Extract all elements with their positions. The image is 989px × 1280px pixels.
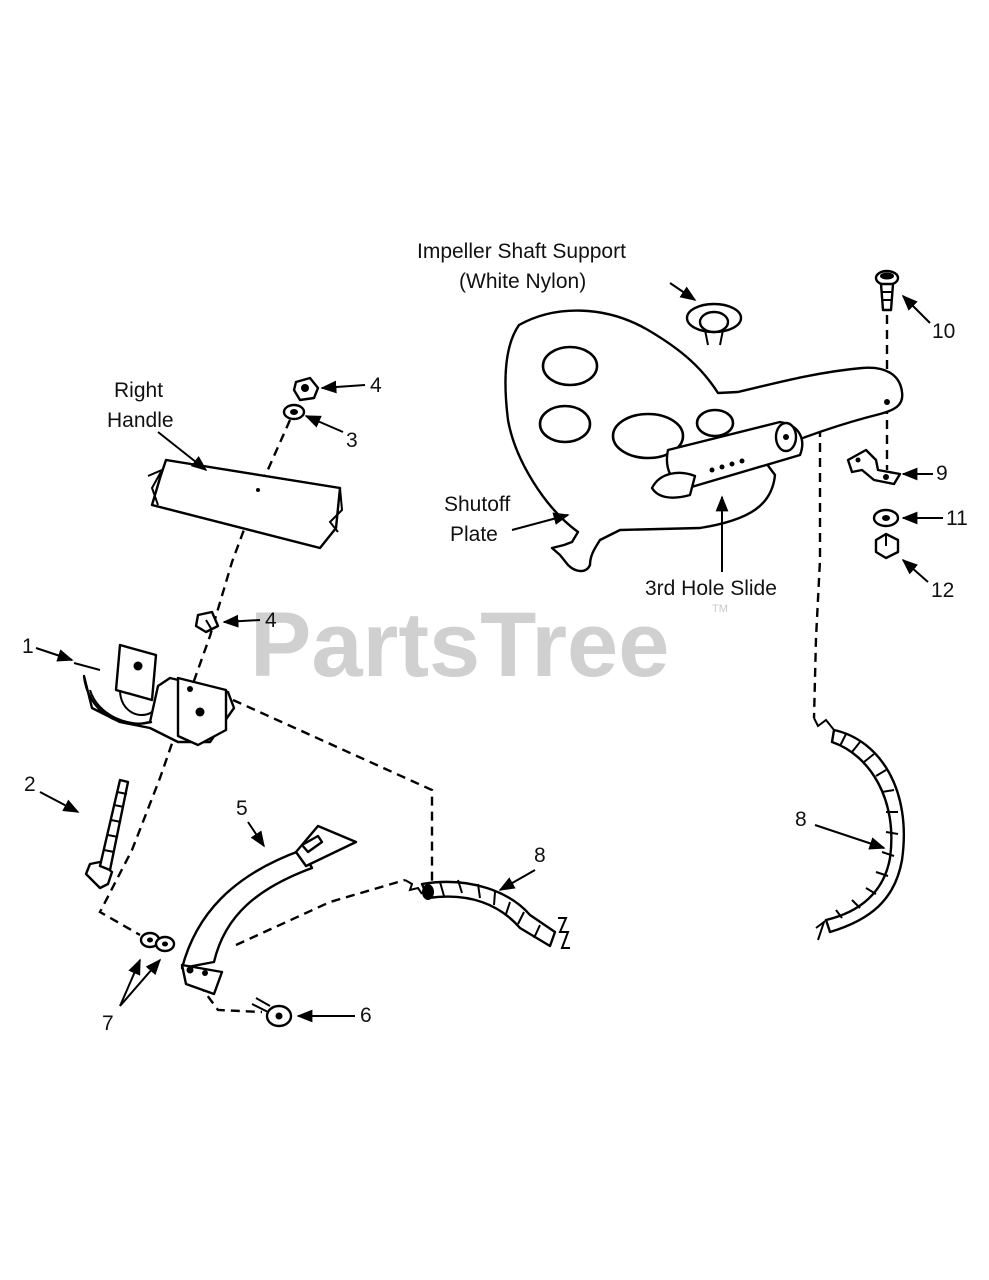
callout-12: 12 (931, 579, 954, 602)
lever-washers (139, 931, 176, 953)
label-third-hole-slide: 3rd Hole Slide (645, 577, 777, 600)
label-right-handle-line2: Handle (107, 409, 174, 432)
leader-arrows (35, 282, 943, 1023)
handle-bracket (73, 643, 236, 747)
bolt-10 (874, 269, 900, 312)
carriage-bolt (84, 778, 130, 890)
callout-7: 7 (102, 1012, 114, 1035)
callout-8-left: 8 (534, 844, 546, 867)
cable-left (404, 879, 570, 949)
shutoff-plate (504, 309, 904, 573)
cable-clip (846, 448, 902, 486)
label-right-handle-line1: Right (114, 379, 163, 402)
callout-3: 3 (346, 429, 358, 452)
nut-12 (874, 532, 900, 560)
washer-11 (872, 508, 900, 528)
callout-1: 1 (22, 635, 34, 658)
washer-top (282, 403, 306, 421)
callout-8-right: 8 (795, 808, 807, 831)
lever-screw (251, 997, 293, 1028)
callout-10: 10 (932, 320, 955, 343)
impeller-shaft-support (685, 302, 743, 346)
label-impeller-support-line2: (White Nylon) (459, 270, 586, 293)
control-lever (180, 824, 358, 996)
watermark-trademark: TM (712, 603, 728, 615)
callout-11: 11 (946, 507, 968, 530)
callout-2: 2 (24, 773, 36, 796)
right-handle (147, 458, 344, 550)
nut-top (292, 376, 320, 402)
callout-4-top: 4 (370, 374, 382, 397)
cable-right (813, 717, 905, 941)
callout-6: 6 (360, 1004, 372, 1027)
callout-9: 9 (936, 462, 948, 485)
label-shutoff-plate-line1: Shutoff (444, 493, 510, 516)
label-impeller-support-line1: Impeller Shaft Support (417, 240, 626, 263)
label-shutoff-plate-line2: Plate (450, 523, 498, 546)
square-nut (194, 610, 220, 634)
callout-4-middle: 4 (265, 609, 277, 632)
callout-5: 5 (236, 797, 248, 820)
watermark-text: PartsTree (250, 594, 669, 696)
